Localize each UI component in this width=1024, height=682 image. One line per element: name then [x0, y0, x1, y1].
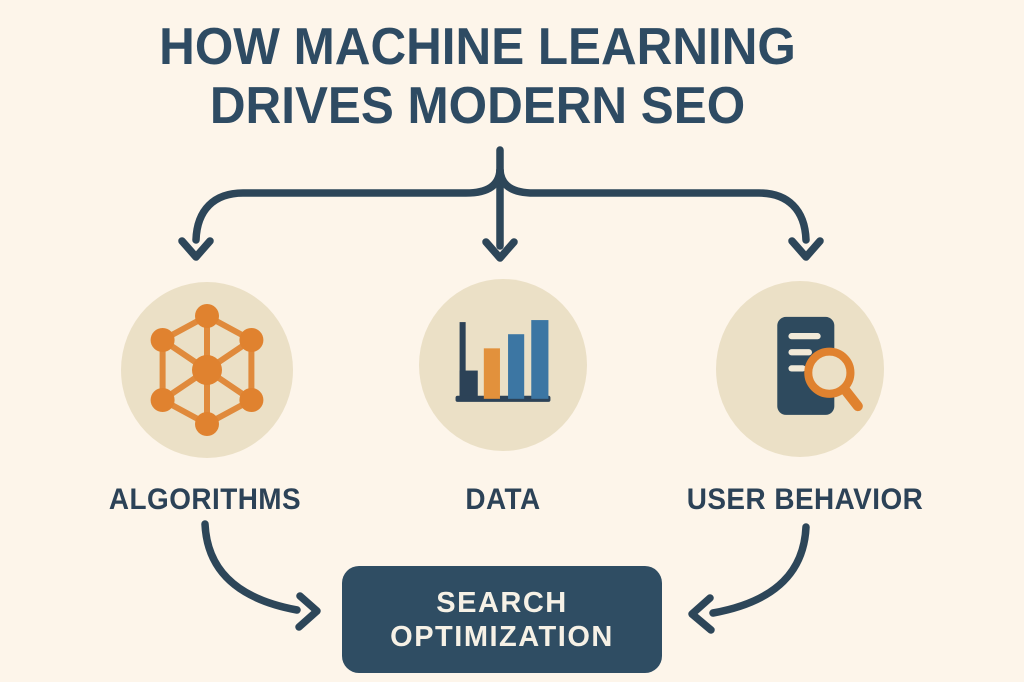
arrow-algorithms-to-box-head: [295, 592, 321, 631]
data-circle: [419, 279, 587, 451]
arrow-right-branch: [496, 166, 810, 244]
arrow-right-head: [788, 237, 824, 261]
arrow-userbehavior-to-box: [709, 523, 810, 617]
search-optimization-line2: OPTIMIZATION: [390, 620, 614, 653]
search-optimization-line1: SEARCH: [436, 586, 568, 619]
page-title: HOW MACHINE LEARNING DRIVES MODERN SEO: [24, 18, 931, 136]
user-behavior-label: USER BEHAVIOR: [686, 483, 924, 516]
page-title-line2: DRIVES MODERN SEO: [209, 77, 746, 135]
arrow-algorithms-to-box: [201, 520, 301, 614]
algorithms-circle: [121, 282, 293, 458]
algorithms-label: ALGORITHMS: [108, 483, 302, 516]
bar-chart-icon: [455, 320, 551, 402]
data-label: DATA: [465, 483, 541, 516]
user-behavior-circle: [716, 281, 884, 457]
arrow-left-branch: [192, 166, 504, 244]
search-optimization-box: SEARCH OPTIMIZATION: [342, 566, 662, 673]
arrow-userbehavior-to-box-head: [688, 594, 715, 634]
arrow-center-head: [482, 238, 518, 262]
document-magnifier-icon: [777, 316, 863, 415]
network-graph-icon: [150, 304, 264, 436]
page-title-line1: HOW MACHINE LEARNING: [159, 18, 796, 76]
arrow-left-head: [178, 237, 214, 261]
